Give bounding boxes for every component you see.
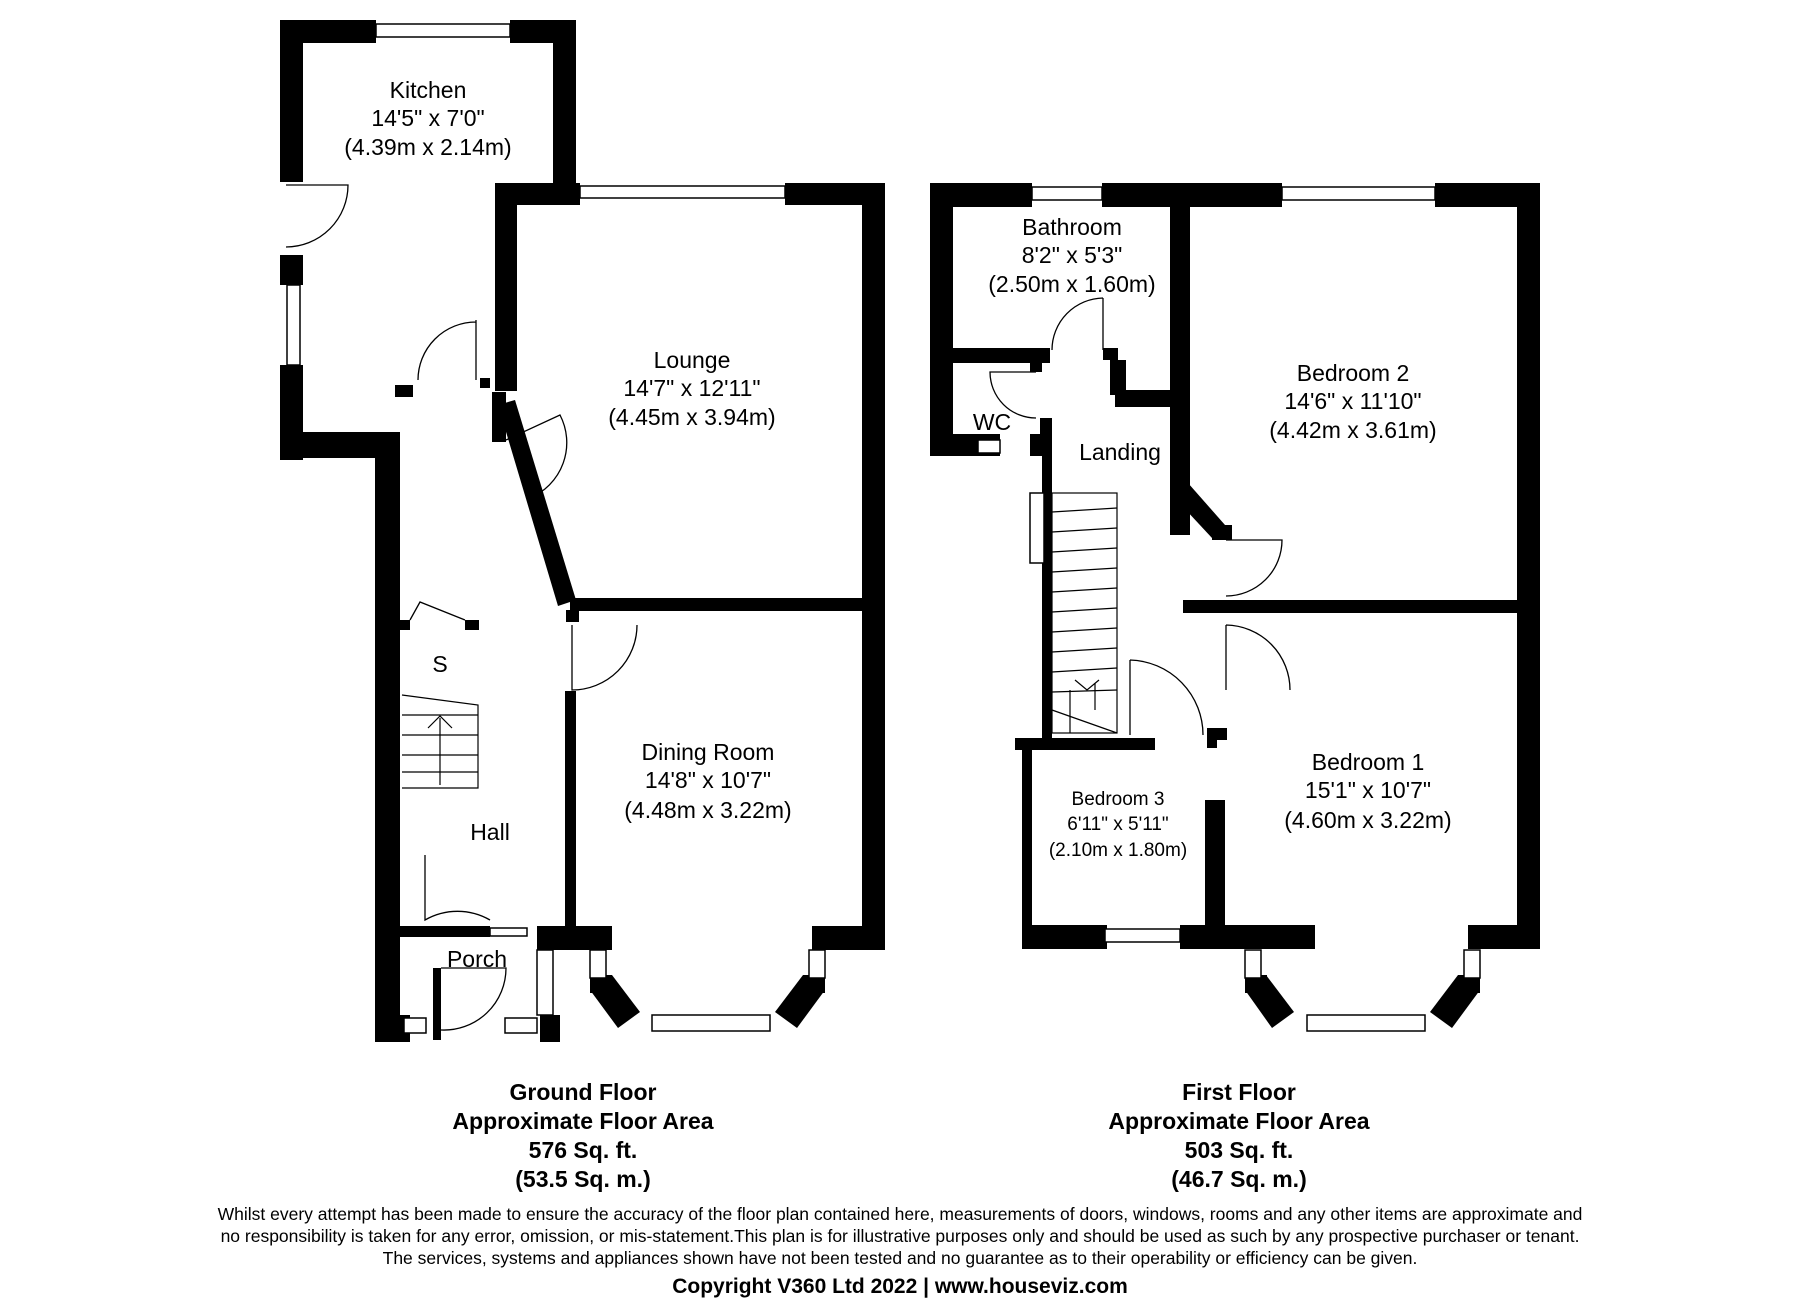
lounge-door — [505, 414, 568, 499]
wc-door — [989, 371, 1037, 419]
dining-bay-window-right — [808, 949, 826, 979]
ground-floor-stairs — [401, 694, 479, 789]
dining-bay-window-left — [589, 949, 607, 979]
porch-window-left — [403, 1017, 427, 1034]
first-floor-area-imperial: 503 Sq. ft. — [1184, 1137, 1294, 1163]
ground-floor-walls — [280, 20, 885, 1042]
bathroom-door — [1051, 297, 1104, 351]
disclaimer: Whilst every attempt has been made to en… — [0, 1203, 1800, 1269]
ground-floor-doors — [285, 184, 638, 1031]
porch-name: Porch — [447, 946, 507, 972]
hall-porch-opening — [489, 927, 528, 937]
porch-front-door — [440, 967, 507, 1031]
ground-floor-bay — [590, 975, 825, 1028]
lounge-angled-wall — [498, 400, 576, 606]
bedroom1-name: Bedroom 1 — [1312, 749, 1425, 775]
kitchen-hall-door — [417, 320, 477, 381]
porch-side-window — [536, 949, 554, 1016]
bedroom3-metric: (2.10m x 1.80m) — [1049, 840, 1187, 861]
store-door — [409, 601, 466, 621]
first-floor-bay — [1245, 975, 1480, 1028]
bedroom2-imperial: 14'6" x 11'10" — [1284, 388, 1421, 414]
bedroom3-name: Bedroom 3 — [1072, 789, 1165, 810]
first-floor-subtitle: Approximate Floor Area — [1108, 1108, 1370, 1134]
bedroom2-door — [1225, 539, 1283, 597]
lounge-imperial: 14'7" x 12'11" — [623, 375, 760, 401]
bedroom1-imperial: 15'1" x 10'7" — [1305, 777, 1431, 803]
bathroom-name: Bathroom — [1022, 214, 1122, 240]
wc-name: WC — [973, 409, 1011, 435]
bedroom2-window — [1281, 186, 1436, 201]
ground-floor-windows — [286, 23, 826, 1034]
copyright-notice: Copyright V360 Ltd 2022 | www.houseviz.c… — [672, 1275, 1128, 1298]
ground-floor-area-metric: (53.5 Sq. m.) — [515, 1166, 651, 1192]
ground-floor-subtitle: Approximate Floor Area — [452, 1108, 714, 1134]
landing-name: Landing — [1079, 439, 1161, 465]
landing-window — [1029, 492, 1045, 564]
dining-bay-window-front — [651, 1014, 771, 1032]
kitchen-back-door — [285, 184, 349, 248]
bedroom1-bay-window-front — [1306, 1014, 1426, 1032]
kitchen-name: Kitchen — [390, 77, 467, 103]
lounge-metric: (4.45m x 3.94m) — [608, 404, 775, 430]
dining-room-imperial: 14'8" x 10'7" — [645, 767, 771, 793]
wc-window — [977, 439, 1001, 454]
dining-room-metric: (4.48m x 3.22m) — [624, 797, 791, 823]
kitchen-imperial: 14'5" x 7'0" — [371, 105, 484, 131]
dining-room-name: Dining Room — [642, 739, 775, 765]
bedroom2-metric: (4.42m x 3.61m) — [1269, 417, 1436, 443]
bedroom3-door — [1129, 659, 1204, 736]
ground-floor-title: Ground Floor — [509, 1079, 657, 1105]
bedroom1-metric: (4.60m x 3.22m) — [1284, 807, 1451, 833]
bedroom1-door — [1225, 624, 1291, 691]
bedroom3-imperial: 6'11" x 5'11" — [1067, 814, 1168, 835]
kitchen-metric: (4.39m x 2.14m) — [344, 134, 511, 160]
disclaimer-line: Whilst every attempt has been made to en… — [217, 1204, 1583, 1224]
store-name: S — [432, 651, 447, 677]
hall-front-door — [424, 855, 491, 922]
first-floor-caption: First Floor Approximate Floor Area 503 S… — [1039, 1078, 1439, 1194]
bathroom-window — [1031, 186, 1103, 201]
bathroom-imperial: 8'2" x 5'3" — [1022, 242, 1123, 268]
ground-floor-plan — [280, 20, 885, 1042]
first-floor-area-metric: (46.7 Sq. m.) — [1171, 1166, 1307, 1192]
lounge-name: Lounge — [654, 347, 731, 373]
porch-window-right — [504, 1017, 538, 1034]
disclaimer-line: no responsibility is taken for any error… — [220, 1226, 1580, 1246]
bedroom2-angled-wall — [1172, 483, 1225, 538]
dining-door — [571, 624, 638, 691]
lounge-patio-door — [579, 185, 786, 199]
bedroom1-bay-window-left — [1244, 949, 1262, 979]
kitchen-window — [375, 23, 511, 38]
bedroom2-name: Bedroom 2 — [1297, 360, 1410, 386]
kitchen-side-window — [286, 284, 301, 366]
room-labels: Kitchen 14'5" x 7'0" (4.39m x 2.14m) Lou… — [344, 77, 1451, 972]
first-floor-title: First Floor — [1182, 1079, 1296, 1105]
bathroom-metric: (2.50m x 1.60m) — [988, 271, 1155, 297]
bedroom1-bay-window-right — [1463, 949, 1481, 979]
ground-floor-area-imperial: 576 Sq. ft. — [528, 1137, 638, 1163]
hall-name: Hall — [470, 819, 510, 845]
first-floor-walls — [930, 183, 1540, 949]
bedroom3-window — [1104, 928, 1181, 943]
first-floor-stairs — [1051, 492, 1118, 734]
first-floor-windows — [977, 186, 1481, 1032]
stairs-down-arrow — [1074, 679, 1100, 691]
first-floor-plan — [930, 183, 1540, 1032]
disclaimer-line: The services, systems and appliances sho… — [382, 1248, 1418, 1268]
first-floor-doors — [989, 297, 1291, 736]
ground-floor-caption: Ground Floor Approximate Floor Area 576 … — [383, 1078, 783, 1194]
